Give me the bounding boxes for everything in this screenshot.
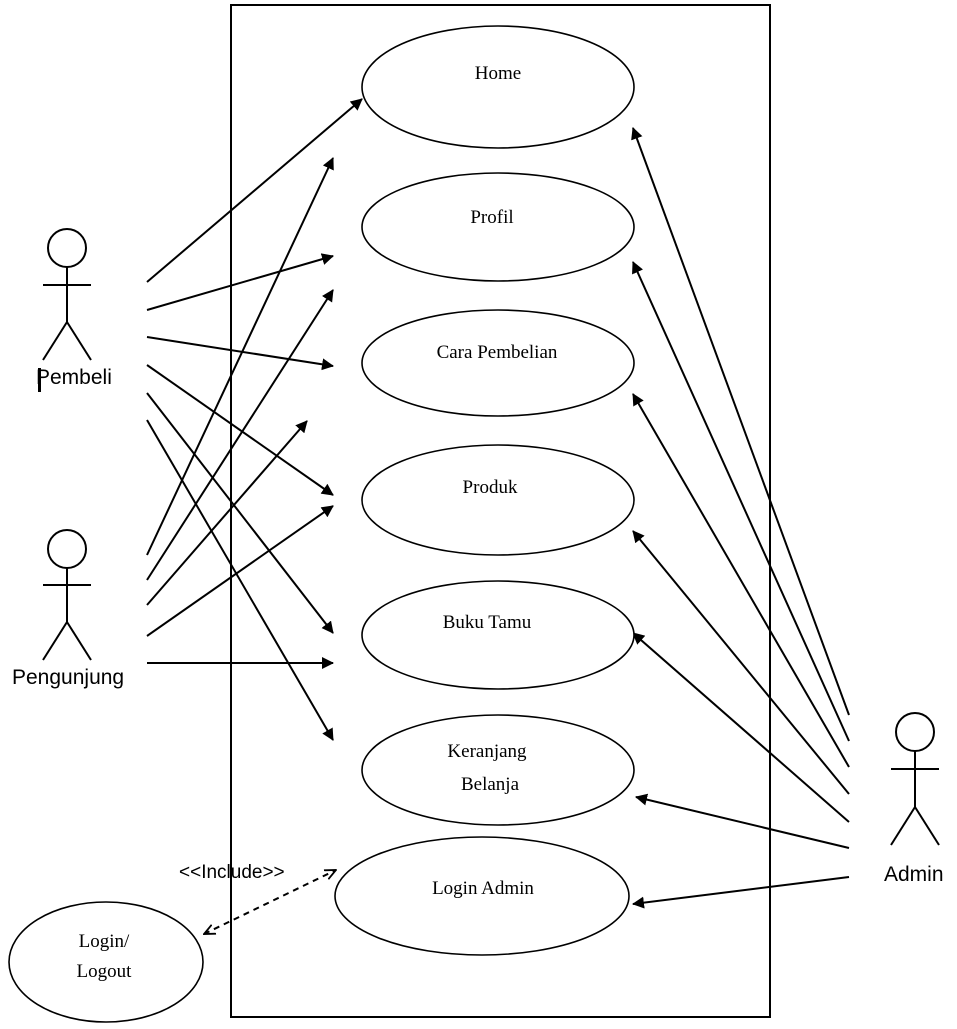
use-case-home: Home [361, 25, 635, 149]
use-case-keranjang-line-2: Belanja [461, 774, 520, 795]
admin-to-home-arrow [631, 127, 850, 716]
include-label: <<Include>> [179, 862, 285, 883]
stick-figure-icon [890, 712, 940, 846]
use-case-home-label: Home [475, 63, 521, 84]
text-cursor-mark [38, 368, 41, 392]
use-case-keranjang-line-1: Keranjang [447, 741, 527, 762]
pembeli-to-produk-arrow [146, 364, 334, 496]
use-case-login-logout-line-1: Login/ [79, 931, 130, 952]
pembeli-to-home-arrow [146, 98, 363, 283]
admin-to-profil-arrow [632, 261, 850, 742]
use-case-cara-pembelian: Cara Pembelian [361, 309, 635, 417]
use-case-buku-tamu-label: Buku Tamu [443, 612, 532, 633]
use-case-buku-tamu: Buku Tamu [361, 580, 635, 690]
pembeli-to-keranjang-arrow [146, 419, 334, 741]
pengunjung-to-cara-pembelian-arrow [146, 420, 308, 606]
stick-figure-icon [42, 228, 92, 361]
pembeli-associations [146, 98, 363, 741]
use-case-profil-label: Profil [470, 207, 513, 228]
pembeli-to-profil-arrow [146, 253, 334, 311]
use-case-produk: Produk [361, 444, 635, 556]
admin-to-buku-tamu-arrow [632, 632, 850, 823]
stick-figure-icon [42, 529, 92, 661]
pembeli-to-cara-pembelian-arrow [146, 336, 334, 371]
use-case-produk-label: Produk [463, 477, 518, 498]
system-boundary [230, 4, 771, 1018]
use-case-login-logout-line-2: Logout [77, 961, 133, 982]
admin-associations [631, 127, 850, 909]
use-case-login-admin: Login Admin [334, 836, 630, 956]
actor-pembeli: Pembeli [36, 228, 112, 392]
admin-to-cara-pembelian-arrow [632, 393, 850, 768]
pengunjung-to-produk-arrow [146, 505, 334, 637]
include-dashed-arrow [204, 870, 336, 934]
actor-admin-label: Admin [884, 863, 944, 886]
use-case-cara-pembelian-label: Cara Pembelian [437, 342, 558, 363]
use-case-profil: Profil [361, 172, 635, 282]
use-case-login-admin-label: Login Admin [432, 878, 534, 899]
use-case-login-logout: Login/ Logout [8, 901, 204, 1023]
admin-to-login-admin-arrow [632, 876, 850, 909]
admin-to-produk-arrow [632, 530, 850, 795]
pembeli-to-buku-tamu-arrow [146, 392, 334, 634]
actor-pengunjung: Pengunjung [12, 529, 124, 689]
actor-pengunjung-label: Pengunjung [12, 666, 124, 689]
admin-to-keranjang-arrow [635, 793, 850, 849]
pengunjung-associations [146, 157, 334, 669]
actor-pembeli-label: Pembeli [36, 366, 112, 389]
use-case-keranjang-belanja: Keranjang Belanja [361, 714, 635, 826]
actor-admin: Admin [884, 712, 944, 886]
pengunjung-to-home-arrow [146, 157, 334, 556]
pengunjung-to-profil-arrow [146, 289, 334, 581]
